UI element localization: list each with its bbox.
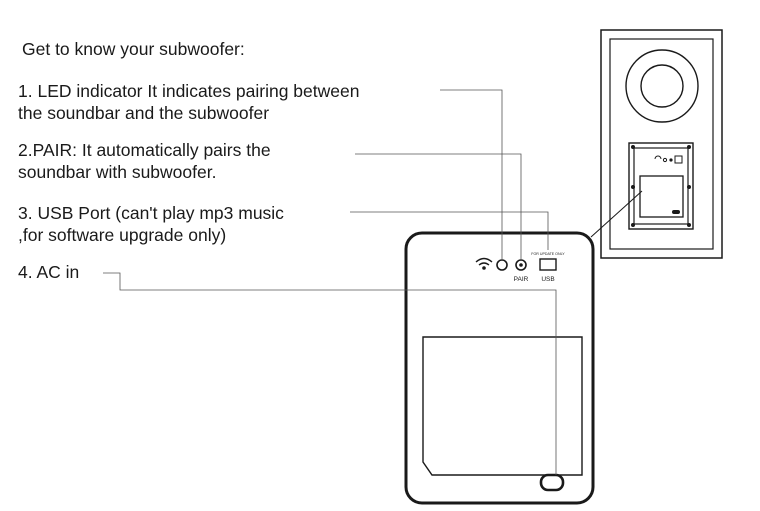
screw-icon — [687, 185, 691, 189]
usb-port-label: 3. USB Port (can't play mp3 music — [18, 203, 284, 223]
rear-panel: PAIR FOR UPDATE ONLY USB — [404, 231, 595, 505]
led-indicator-light — [496, 259, 508, 271]
screw-icon — [631, 185, 635, 189]
panel-plate-window — [639, 175, 684, 218]
usb-port-icon — [539, 258, 557, 271]
pair-leader-line — [355, 153, 522, 260]
woofer-port-outer — [625, 49, 699, 123]
screw-icon — [687, 223, 691, 227]
pair-button-center — [519, 263, 523, 267]
screw-icon — [631, 145, 635, 149]
ac-in-label: 4. AC in — [18, 262, 80, 282]
usb-port-label-line-2: ,for software upgrade only) — [18, 225, 227, 245]
ac-in-leader-line — [103, 272, 557, 475]
leader-lines — [103, 89, 557, 475]
ac-in-socket-icon — [539, 473, 565, 492]
usb-leader-line — [350, 211, 549, 250]
led-leader-line — [440, 89, 503, 260]
rear-panel-window — [422, 336, 583, 476]
diagram-heading: Get to know your subwoofer: — [22, 39, 245, 59]
mini-ac-socket-icon — [672, 210, 680, 214]
mini-controls-icon — [654, 155, 683, 164]
zoom-connector-line — [590, 190, 643, 238]
led-indicator-label-line-2: the soundbar and the subwoofer — [18, 103, 270, 123]
led-indicator-label: 1. LED indicator It indicates pairing be… — [18, 81, 360, 101]
woofer-port-inner — [640, 64, 684, 108]
front-view-outer-frame — [600, 29, 723, 259]
panel-plate-outer — [628, 142, 694, 230]
screw-icon — [631, 223, 635, 227]
led-indicator-icon — [475, 257, 493, 270]
usb-update-note: FOR UPDATE ONLY — [531, 252, 565, 256]
usb-caption: USB — [541, 276, 554, 283]
pair-label-line-2: soundbar with subwoofer. — [18, 162, 217, 182]
pair-label: 2.PAIR: It automatically pairs the — [18, 140, 271, 160]
rear-panel-frame — [404, 231, 595, 505]
front-view — [600, 29, 723, 259]
screw-icon — [687, 145, 691, 149]
front-view-inner-frame — [609, 38, 714, 250]
pair-caption: PAIR — [514, 276, 529, 283]
